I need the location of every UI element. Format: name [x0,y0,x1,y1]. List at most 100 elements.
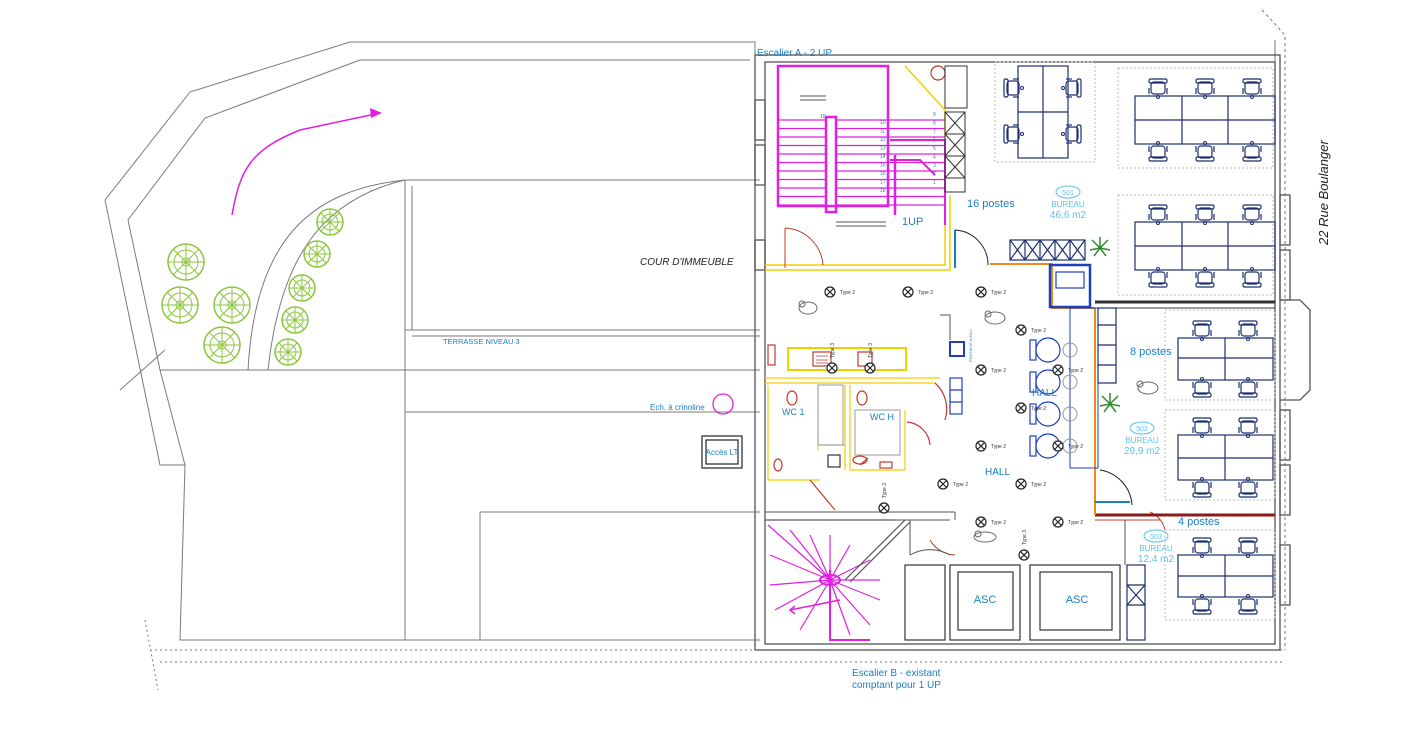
staircase-a [776,64,946,225]
detector-label: Type 2 [991,444,1006,450]
stair-a-label: Escalier A - 2 UP [757,48,832,59]
stair-number: 9 [933,112,936,118]
detector-label: Type 2 [1068,520,1083,526]
detector-label: Type 3 [1022,530,1028,545]
detector-icon [1015,402,1027,414]
stair-number: 11 [880,129,885,135]
detector-label: Type 2 [991,368,1006,374]
detector-label: Type 2 [953,482,968,488]
detector-icon [824,286,836,298]
wch-label: WC H [870,412,894,422]
detector-icon [1018,549,1030,561]
stair-b-rail [844,519,911,583]
detector-icon [1052,364,1064,376]
stair-b-label-line1: Escalier B - existant [852,668,941,679]
detector-icon [864,362,876,374]
acces-label: Accès LT [706,448,739,457]
storage-501 [1009,239,1117,469]
office-502-posts: 8 postes [1130,346,1172,358]
stair-number: 14 [880,154,886,160]
stair-number: 12 [880,137,886,143]
detector-icon [1052,440,1064,452]
detector-icon [975,440,987,452]
detector-label: Type 2 [1031,482,1046,488]
stair-number: 10 [880,120,886,126]
stair-number: 7 [933,129,936,135]
detector-icon [826,362,838,374]
office-502-number: 502 [1136,426,1148,433]
stair-number: 8 [933,121,936,127]
ech-icon [712,393,734,415]
circulation-arrow [231,112,381,216]
stair-b-label-line2: comptant pour 1 UP [852,680,941,691]
elevators [904,564,1121,641]
stair-number: 15 [880,163,886,169]
arrow-head-icon [370,108,382,118]
office-partitions [990,263,1275,521]
wc-area [765,344,948,511]
office-501-type: BUREAU [1051,200,1085,209]
building-outline [104,9,1286,691]
stair-number: 5 [933,146,936,152]
office-501-area: 46,6 m2 [1050,210,1087,221]
stair-number: 4 [933,155,936,161]
detector-icon [902,286,914,298]
hall-upper-label: HALL [1032,388,1057,399]
asc1-label: ASC [974,594,997,606]
office-501-furniture [1017,65,1276,271]
stair-number: 10 [820,114,826,120]
detector-label: Type 2 [1031,328,1046,334]
ech-label: Ech. à crinoline [650,403,705,412]
detector-label: Type 3 [882,483,888,498]
detector-icon [975,364,987,376]
storage-503 [1126,564,1146,641]
hall-seating [949,337,1061,459]
detector-label: Type 2 [991,290,1006,296]
detector-icon [1015,478,1027,490]
stair-steps [778,119,945,206]
person-icon [798,300,1159,543]
fontaine-label: FONTAINE A EAU [968,329,973,362]
detector-icon [975,516,987,528]
stair-a-pillar [930,65,946,81]
office-503-number: 503 [1150,534,1162,541]
hall-lower-label: HALL [985,467,1010,478]
office-503-type: BUREAU [1139,544,1173,553]
detector-icon [1015,324,1027,336]
smoke-detectors: Type 2 Type 2 Type 2 Type 2 Type 2 Type 2 Type… [824,286,1083,561]
wc1-label: WC 1 [782,407,805,417]
staircase-b [765,519,895,641]
office-501-posts: 16 postes [967,198,1015,210]
detector-label: Type 3 [830,343,836,358]
office-503-posts: 4 postes [1178,516,1220,528]
office-502-area: 29,9 m2 [1124,446,1161,457]
plant-icon [1089,237,1121,413]
acces-box [701,435,743,469]
stair-a-up: 1UP [902,216,923,228]
detector-label: Type 3 [868,343,874,358]
detector-label: Type 2 [1068,444,1083,450]
detector-icon [937,478,949,490]
office-503-furniture [1177,554,1274,598]
door-arcs [784,227,1166,556]
detector-label: Type 2 [991,520,1006,526]
detector-icon [878,502,890,514]
corridor-walls [765,314,1126,565]
detector-label: Type 2 [1068,368,1083,374]
yellow-walls [765,65,951,271]
office-502-furniture [1177,337,1274,481]
cour-label: COUR D'IMMEUBLE [640,257,734,268]
asc2-label: ASC [1066,594,1089,606]
detector-label: Type 2 [918,290,933,296]
office-502-type: BUREAU [1125,436,1159,445]
stair-number: 1 [933,180,936,186]
stair-number: 17 [880,180,886,186]
stair-number: 3 [933,163,936,169]
terrasse-label: TERRASSE NIVEAU 3 [443,337,520,346]
detector-label: Type 2 [1031,406,1046,412]
detector-icon [975,286,987,298]
office-501-number: 501 [1062,190,1074,197]
stair-number: 2 [933,172,936,178]
